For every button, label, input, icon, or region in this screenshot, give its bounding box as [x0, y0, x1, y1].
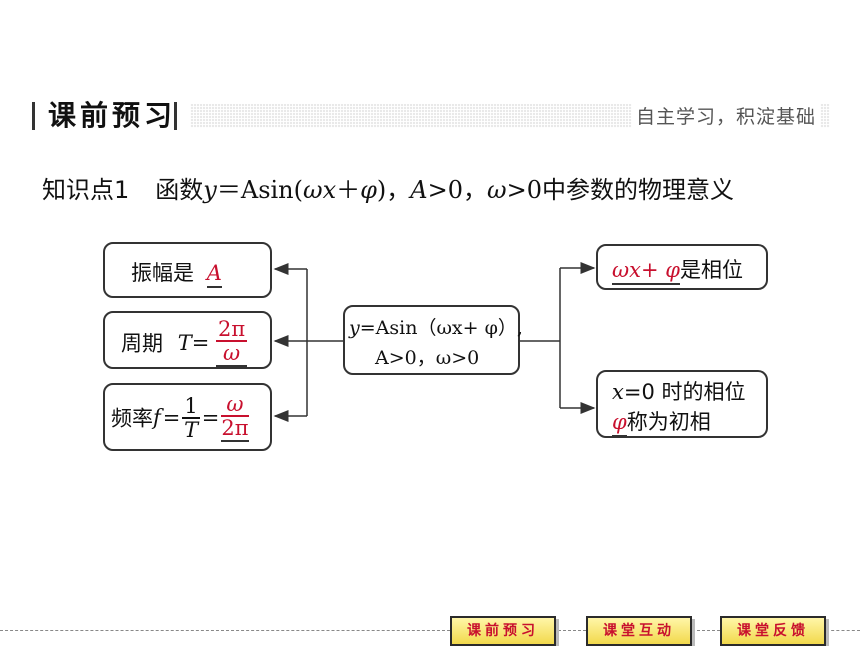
phase-answer: ωx+ φ — [612, 258, 680, 285]
nav-divider-right — [826, 630, 860, 631]
function-formula: y=Asin（ωx+ φ）, — [349, 317, 523, 339]
period-answer: 2π ω — [215, 317, 248, 367]
initial-phase-label: 称为初相 — [626, 410, 711, 434]
amplitude-label: 振幅是 — [131, 261, 194, 285]
amplitude-answer: A — [206, 261, 222, 288]
phase-label: 是相位 — [679, 258, 743, 282]
header-bar-left — [32, 102, 35, 130]
kp-label: 知识点1 — [42, 176, 130, 204]
frequency-label: 频率 — [111, 406, 153, 431]
initial-phase-answer: φ — [612, 410, 627, 437]
nav-divider-mid1 — [558, 630, 586, 631]
section-header: 课前预习 自主学习，积淀基础 — [32, 98, 830, 134]
period-label: 周期 — [121, 331, 163, 356]
header-bar-right — [174, 102, 177, 130]
section-title: 课前预习 — [48, 99, 177, 132]
amplitude-box: 振幅是 A — [103, 242, 272, 298]
initial-phase-box: x=0 时的相位 φ称为初相 — [596, 370, 768, 438]
nav-divider-mid2 — [692, 630, 720, 631]
function-conditions: A>0，ω>0 — [375, 347, 480, 369]
function-box: y=Asin（ωx+ φ）, A>0，ω>0 — [343, 305, 523, 375]
section-subtitle: 自主学习，积淀基础 — [631, 98, 820, 134]
nav-feedback-button[interactable]: 课堂反馈 — [720, 616, 826, 646]
nav-interaction-button[interactable]: 课堂互动 — [586, 616, 692, 646]
nav-preview-button[interactable]: 课前预习 — [450, 616, 556, 646]
nav-divider-left — [0, 630, 450, 631]
phase-box: ωx+ φ是相位 — [596, 244, 768, 290]
period-box: 周期 T= 2π ω — [103, 311, 272, 369]
